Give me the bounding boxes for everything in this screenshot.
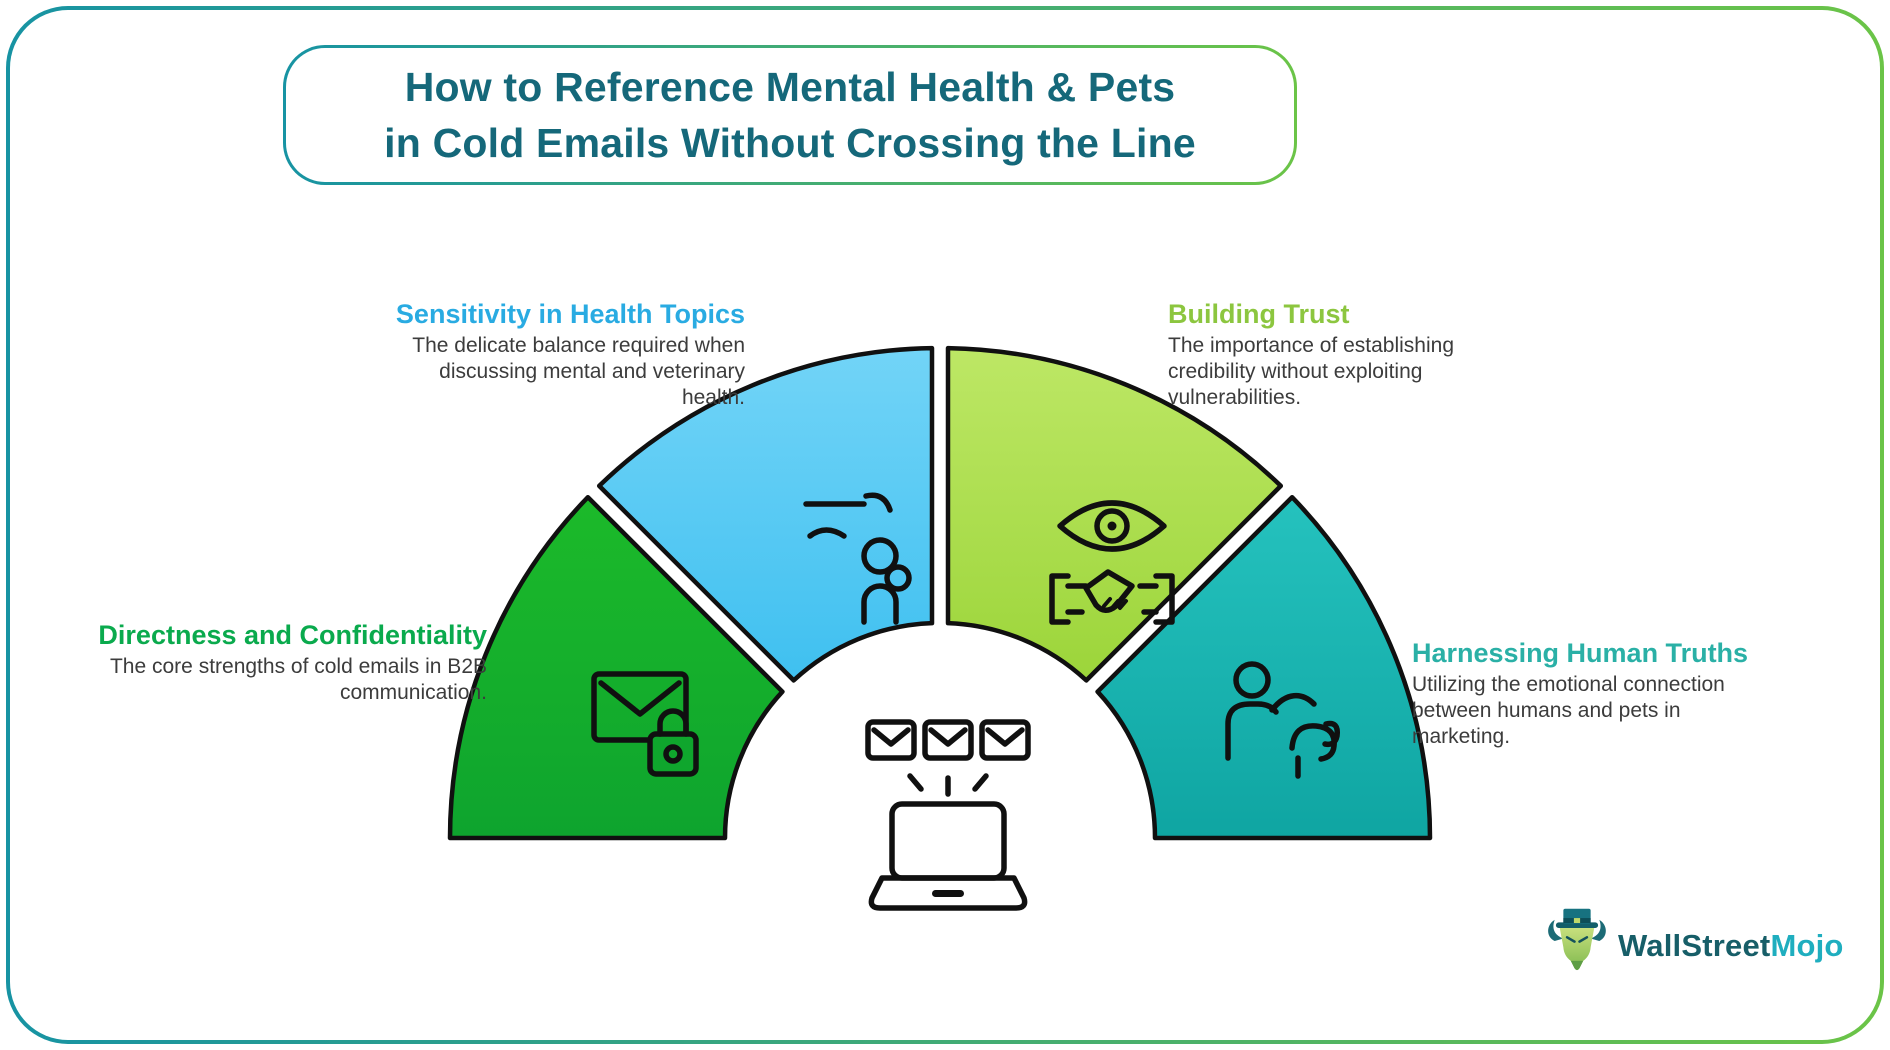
- callout-heading-sensitivity: Sensitivity in Health Topics: [395, 299, 745, 329]
- laptop-emails-icon: [865, 719, 1031, 911]
- email-icon: [979, 719, 1031, 761]
- email-icon: [865, 719, 917, 761]
- person-head: [1233, 661, 1271, 699]
- callout-harnessing: Harnessing Human Truths Utilizing the em…: [1412, 638, 1812, 750]
- laptop-base: [868, 875, 1028, 911]
- callout-body-sensitivity: The delicate balance required when discu…: [412, 334, 745, 409]
- eye-outline: [1057, 500, 1167, 552]
- lock-shackle: [657, 708, 689, 737]
- title-line-1: How to Reference Mental Health & Pets: [404, 64, 1176, 110]
- callout-body-building-trust: The importance of establishing credibili…: [1168, 334, 1454, 409]
- callout-heading-harnessing: Harnessing Human Truths: [1412, 638, 1749, 668]
- care-curl: [863, 492, 893, 513]
- logo-text-primary: WallStreet: [1618, 928, 1771, 963]
- title-box: How to Reference Mental Health & Pets in…: [283, 45, 1297, 185]
- laptop-touchpad: [932, 890, 964, 897]
- callout-building-trust: Building Trust The importance of establi…: [1168, 299, 1498, 411]
- callout-heading-directness: Directness and Confidentiality: [98, 620, 487, 650]
- callout-body-directness: The core strengths of cold emails in B2B…: [109, 655, 487, 704]
- lock-body: [647, 731, 699, 777]
- person-legs: [861, 583, 899, 625]
- callout-body-harnessing: Utilizing the emotional connection betwe…: [1412, 673, 1725, 748]
- person-head: [861, 537, 899, 575]
- fan-segment-building_trust: [945, 345, 1284, 683]
- eye-iris: [1094, 508, 1130, 544]
- dog-head: [1289, 723, 1337, 762]
- envelope-lock-icon: [591, 671, 699, 777]
- eye-pupil: [1107, 521, 1117, 531]
- handshake-right-cuff: [1153, 573, 1175, 625]
- care-arm-arc: [807, 527, 847, 539]
- care-person-icon: [803, 492, 912, 625]
- callout-directness: Directness and Confidentiality The core …: [87, 620, 487, 706]
- laptop-screen: [889, 801, 1007, 881]
- handshake-left-cuff: [1049, 573, 1071, 625]
- fan-segments: [447, 345, 1433, 841]
- email-icon: [922, 719, 974, 761]
- bull-mascot-icon: [1548, 908, 1606, 971]
- handshake-fingers: [1102, 597, 1128, 610]
- logo-text-accent: Mojo: [1770, 928, 1844, 963]
- wallstreetmojo-logo: WallStreetMojo: [1546, 908, 1844, 974]
- care-circle: [884, 564, 912, 592]
- logo-text: WallStreetMojo: [1618, 928, 1844, 964]
- eye-handshake-icon: [1049, 500, 1175, 625]
- lock-keyhole: [663, 744, 683, 764]
- person-arm: [1269, 693, 1317, 713]
- title-box-inner: How to Reference Mental Health & Pets in…: [286, 48, 1294, 182]
- send-dashes: [907, 773, 989, 797]
- title-line-2: in Cold Emails Without Crossing the Line: [384, 120, 1196, 166]
- callout-heading-building-trust: Building Trust: [1168, 299, 1350, 329]
- handshake-arms: [1065, 583, 1159, 615]
- envelope-flap: [598, 680, 682, 717]
- envelope-shape: [591, 671, 689, 743]
- callout-sensitivity: Sensitivity in Health Topics The delicat…: [315, 299, 745, 411]
- person-dog-icon: [1225, 661, 1341, 779]
- fan-segment-directness: [447, 494, 785, 841]
- dog-ear: [1322, 720, 1341, 748]
- handshake-clasp: [1083, 569, 1135, 613]
- fan-segment-sensitivity: [596, 345, 935, 683]
